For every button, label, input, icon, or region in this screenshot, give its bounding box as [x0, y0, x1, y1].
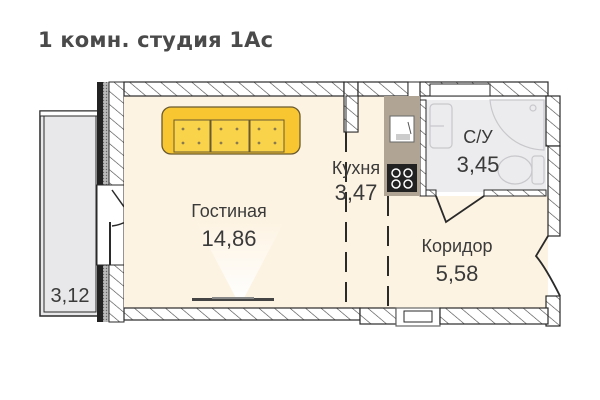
corridor-name: Коридор — [421, 236, 493, 256]
tv-icon — [192, 220, 285, 301]
kitchen-area: 3,47 — [334, 180, 378, 205]
bathroom-label: С/У 3,45 — [446, 128, 510, 176]
living-room-area: 14,86 — [201, 226, 257, 251]
corridor-label: Коридор 5,58 — [412, 237, 502, 285]
bathtub-icon — [429, 99, 545, 151]
kitchen-name: Кухня — [331, 158, 381, 178]
corridor-floor — [388, 196, 548, 308]
bathroom-area: 3,45 — [456, 152, 500, 177]
bathroom-floor — [426, 100, 546, 192]
plan-title: 1 комн. студия 1Ас — [38, 28, 274, 52]
bathroom-name: С/У — [463, 127, 493, 147]
kitchen-label: Кухня 3,47 — [322, 159, 390, 204]
sofa-icon — [161, 106, 301, 155]
toilet-icon — [497, 155, 545, 185]
sink-icon — [389, 115, 415, 143]
stove-icon — [387, 164, 417, 192]
balcony — [39, 110, 99, 317]
balcony-area: 3,12 — [50, 285, 90, 307]
living-room-label: Гостиная 14,86 — [174, 202, 284, 250]
kitchen-counter — [384, 96, 420, 196]
living-room-name: Гостиная — [191, 201, 267, 221]
corridor-area: 5,58 — [435, 261, 479, 286]
